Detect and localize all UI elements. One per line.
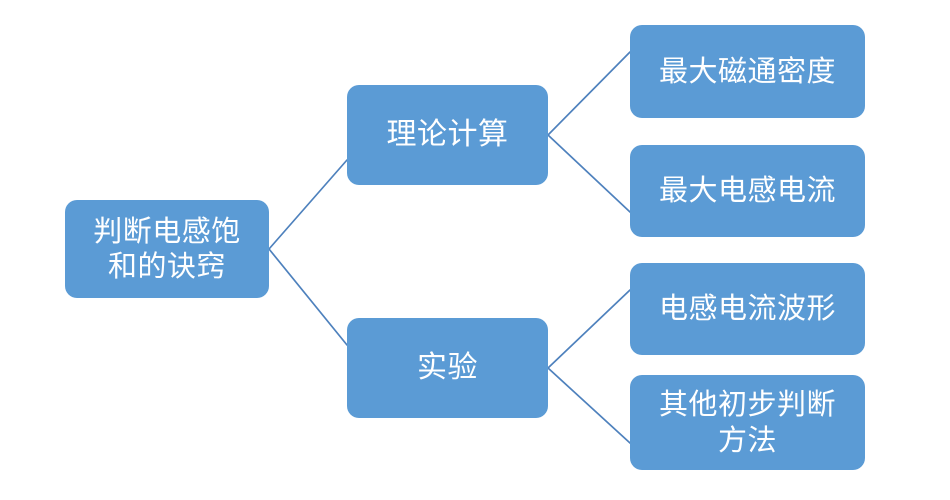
connector-experiment-to-other xyxy=(547,367,631,444)
node-leaf-max-flux-density[interactable]: 最大磁通密度 xyxy=(630,25,865,118)
node-branch-theory-label: 理论计算 xyxy=(386,116,509,152)
node-leaf-inductor-current-waveform[interactable]: 电感电流波形 xyxy=(630,263,865,355)
connector-experiment-to-wave xyxy=(547,289,631,369)
connector-theory-to-imax xyxy=(547,134,631,213)
node-leaf-inductor-current-waveform-label: 电感电流波形 xyxy=(658,291,836,326)
connector-root-to-experiment xyxy=(268,248,348,346)
node-branch-experiment-label: 实验 xyxy=(417,349,478,385)
node-leaf-other-methods-label: 其他初步判断 方法 xyxy=(658,387,836,457)
node-root-label: 判断电感饱 和的诀窍 xyxy=(93,213,241,283)
node-leaf-max-inductor-current-label: 最大电感电流 xyxy=(658,173,836,208)
node-leaf-max-inductor-current[interactable]: 最大电感电流 xyxy=(630,145,865,237)
connector-theory-to-bmax xyxy=(547,51,631,136)
node-branch-experiment[interactable]: 实验 xyxy=(347,318,548,418)
node-leaf-max-flux-density-label: 最大磁通密度 xyxy=(658,53,836,88)
node-root[interactable]: 判断电感饱 和的诀窍 xyxy=(65,200,269,298)
connector-root-to-theory xyxy=(268,159,348,250)
node-leaf-other-methods[interactable]: 其他初步判断 方法 xyxy=(630,375,865,470)
node-branch-theory[interactable]: 理论计算 xyxy=(347,85,548,185)
